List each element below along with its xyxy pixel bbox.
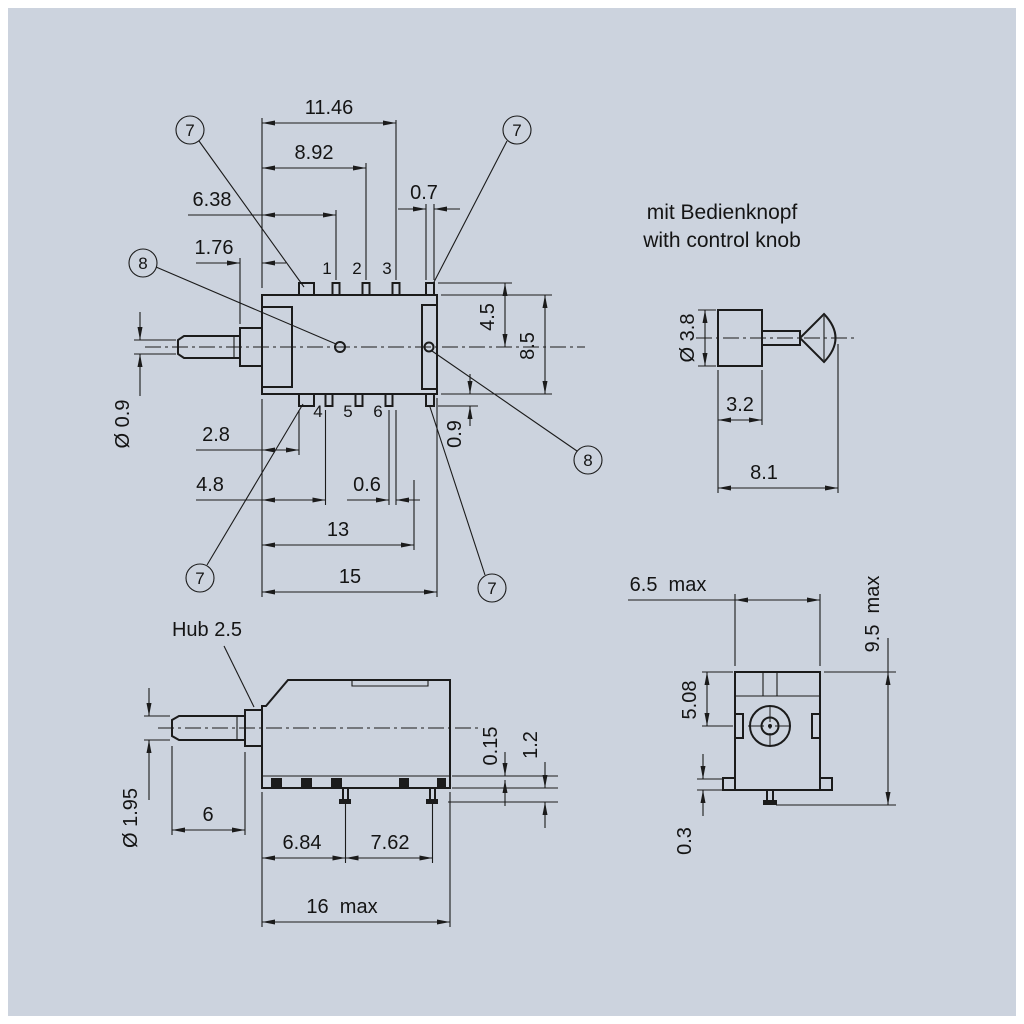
dimension-lines-end-view — [628, 597, 891, 816]
dimension-labels-end-view: 6.5 max 9.5 max 5.08 0.3 — [630, 574, 884, 855]
switch-side-outline — [171, 679, 451, 804]
dim-6-38: 6.38 — [193, 189, 232, 211]
pin-label-2: 2 — [352, 259, 361, 278]
dim-16-max: 16 max — [306, 896, 377, 918]
pin-number-labels: 1 2 3 4 5 6 — [313, 259, 391, 421]
balloon-8-right-label: 8 — [583, 451, 592, 470]
extension-lines-end-view — [697, 594, 896, 806]
dim-8-1: 8.1 — [750, 462, 778, 484]
balloon-7-bottom-left — [185, 563, 215, 593]
dimension-labels-side-view: Ø 1.95 6 6.84 7.62 16 max 0.15 1.2 — [120, 727, 542, 918]
dim-8-92: 8.92 — [295, 142, 334, 164]
dim-5-08: 5.08 — [679, 681, 701, 720]
pin-label-6: 6 — [373, 402, 382, 421]
balloon-8-left — [128, 248, 158, 278]
dim-1-76: 1.76 — [195, 237, 234, 259]
dim-6-84: 6.84 — [283, 832, 322, 854]
caption-english: with control knob — [642, 229, 801, 252]
dim-4-8: 4.8 — [196, 474, 224, 496]
switch-top-outline — [177, 282, 438, 407]
dim-dia-3-8: Ø 3.8 — [677, 314, 699, 363]
dim-15: 15 — [339, 566, 361, 588]
dim-1-2: 1.2 — [520, 731, 542, 759]
dimension-lines-side-view — [146, 688, 548, 925]
balloon-callouts: 7 7 8 8 7 7 — [128, 115, 603, 603]
balloon-7-bottom-right-label: 7 — [487, 579, 496, 598]
dim-0-6: 0.6 — [353, 474, 381, 496]
pin-label-3: 3 — [382, 259, 391, 278]
balloon-7-bottom-left-label: 7 — [195, 569, 204, 588]
dim-dia-1-95: Ø 1.95 — [120, 788, 142, 848]
pin-label-4: 4 — [313, 402, 322, 421]
pivot-hole-right — [423, 341, 435, 353]
end-view: 6.5 max 9.5 max 5.08 0.3 — [628, 574, 896, 855]
dim-6-5-max: 6.5 max — [630, 574, 707, 596]
balloon-8-right — [573, 445, 603, 475]
dim-13: 13 — [327, 519, 349, 541]
balloon-7-top-right — [502, 115, 532, 145]
dim-0-3: 0.3 — [674, 827, 696, 855]
caption-german: mit Bedienknopf — [647, 201, 798, 224]
drawing-background — [8, 8, 1016, 1016]
dim-11-46: 11.46 — [305, 97, 354, 119]
dim-8-5: 8.5 — [517, 332, 539, 360]
stroke-leader-line — [223, 645, 255, 708]
pin-label-1: 1 — [322, 259, 331, 278]
balloon-7-top-left-label: 7 — [185, 121, 194, 140]
dim-2-8: 2.8 — [202, 424, 230, 446]
balloon-7-top-right-label: 7 — [512, 121, 521, 140]
stroke-label: Hub 2.5 — [172, 619, 242, 641]
dimension-labels-top-view: 11.46 8.92 6.38 0.7 1.76 4.5 8.5 0.9 Ø 0… — [112, 97, 539, 588]
balloon-leader-lines — [155, 140, 578, 576]
balloon-7-bottom-right — [477, 573, 507, 603]
pin-label-5: 5 — [343, 402, 352, 421]
knob-view: mit Bedienknopf with control knob Ø 3.8 … — [642, 201, 856, 493]
dim-dia-0-9: Ø 0.9 — [112, 400, 134, 449]
dim-3-2: 3.2 — [726, 394, 754, 416]
dim-7-62: 7.62 — [371, 832, 410, 854]
dim-0-7: 0.7 — [410, 182, 438, 204]
top-view: 11.46 8.92 6.38 0.7 1.76 4.5 8.5 0.9 Ø 0… — [112, 97, 603, 603]
balloon-8-left-label: 8 — [138, 254, 147, 273]
balloon-7-top-left — [175, 115, 205, 145]
side-view: Hub 2.5 Ø 1.95 6 6.84 7.62 16 max 0.15 1… — [120, 619, 558, 927]
knob-outline — [717, 309, 837, 367]
dim-9-5-max: 9.5 max — [862, 576, 884, 653]
dim-4-5: 4.5 — [477, 303, 499, 331]
switch-end-outline — [722, 671, 833, 805]
dimension-lines-knob — [702, 310, 838, 491]
dim-0-15: 0.15 — [480, 727, 502, 766]
dim-6: 6 — [202, 804, 213, 826]
pivot-hole-left — [334, 341, 346, 353]
dim-0-9: 0.9 — [444, 420, 466, 448]
